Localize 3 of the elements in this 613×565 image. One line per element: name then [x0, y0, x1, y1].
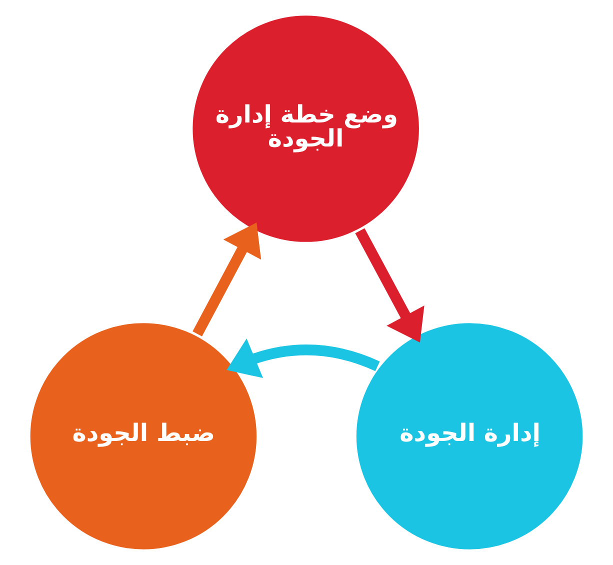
- arrow: [355, 228, 424, 343]
- arrow: [226, 338, 380, 378]
- arrow: [192, 222, 262, 336]
